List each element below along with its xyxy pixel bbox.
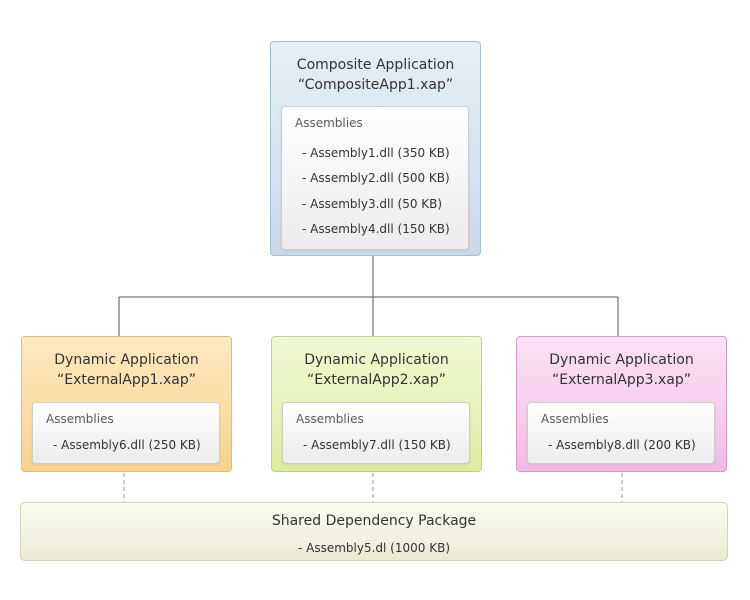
assemblies-heading: Assemblies [296,412,364,426]
dynamic-app-title: Dynamic Application “ExternalApp3.xap” [517,337,726,390]
assembly-item: - Assembly1.dll (350 KB) [302,146,450,160]
composite-application-box: Composite Application “CompositeApp1.xap… [270,41,481,256]
dynamic-app-title: Dynamic Application “ExternalApp1.xap” [22,337,231,390]
dynamic-application-box-1: Dynamic Application “ExternalApp1.xap” A… [21,336,232,472]
dynamic-app-title: Dynamic Application “ExternalApp2.xap” [272,337,481,390]
dynamic-application-box-2: Dynamic Application “ExternalApp2.xap” A… [271,336,482,472]
assembly-item: - Assembly8.dll (200 KB) [548,438,696,452]
dynamic-app-title-line2: “ExternalApp3.xap” [551,372,692,388]
dynamic-app-assemblies-panel: Assemblies - Assembly8.dll (200 KB) [527,402,715,464]
assembly-item: - Assembly7.dll (150 KB) [303,438,451,452]
dynamic-app-assemblies-panel: Assemblies - Assembly6.dll (250 KB) [32,402,220,464]
dynamic-app-title-line2: “ExternalApp1.xap” [56,372,197,388]
assembly-item: - Assembly6.dll (250 KB) [53,438,201,452]
dynamic-app-assemblies-panel: Assemblies - Assembly7.dll (150 KB) [282,402,470,464]
dynamic-app-title-line1: Dynamic Application [304,352,449,368]
composite-assemblies-panel: Assemblies - Assembly1.dll (350 KB) - As… [281,106,469,250]
dynamic-app-title-line2: “ExternalApp2.xap” [306,372,447,388]
assemblies-heading: Assemblies [46,412,114,426]
assemblies-heading: Assemblies [541,412,609,426]
composite-title: Composite Application “CompositeApp1.xap… [271,42,480,95]
shared-dependency-package-box: Shared Dependency Package - Assembly5.dl… [20,502,728,561]
dynamic-app-title-line1: Dynamic Application [549,352,694,368]
shared-assembly-item: - Assembly5.dl (1000 KB) [297,541,450,555]
assembly-item: - Assembly2.dll (500 KB) [302,171,450,185]
assembly-item: - Assembly3.dll (50 KB) [302,197,443,211]
composite-title-line1: Composite Application [296,57,455,73]
dynamic-app-title-line1: Dynamic Application [54,352,199,368]
assembly-item: - Assembly4.dll (150 KB) [302,222,450,236]
shared-package-title: Shared Dependency Package [271,513,477,529]
dynamic-application-box-3: Dynamic Application “ExternalApp3.xap” A… [516,336,727,472]
assemblies-heading: Assemblies [295,116,363,130]
composite-title-line2: “CompositeApp1.xap” [297,77,454,93]
